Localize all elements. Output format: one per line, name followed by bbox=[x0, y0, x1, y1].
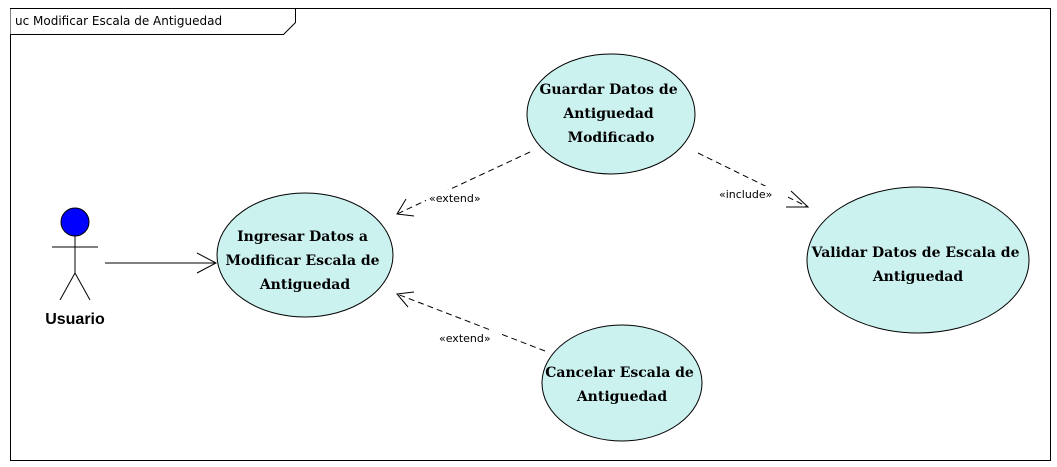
use-case-label-line: Cancelar Escala de bbox=[545, 365, 694, 381]
use-case-label-line: Antiguedad bbox=[259, 277, 351, 293]
use-case-ingresar[interactable]: Ingresar Datos a Modificar Escala de Ant… bbox=[216, 192, 394, 318]
use-case-label-line: Validar Datos de Escala de bbox=[811, 245, 1020, 261]
include-guardar-validar: «include» bbox=[697, 152, 810, 208]
frame-title: uc Modificar Escala de Antiguedad bbox=[15, 14, 222, 28]
use-case-cancelar[interactable]: Cancelar Escala de Antiguedad bbox=[541, 324, 703, 442]
use-case-label-line: Modificar Escala de bbox=[226, 253, 380, 269]
extend-label-cancelar: «extend» bbox=[439, 332, 491, 345]
use-case-label-line: Modificado bbox=[568, 130, 655, 146]
use-case-validar[interactable]: Validar Datos de Escala de Antiguedad bbox=[806, 186, 1030, 334]
extend-label-bg bbox=[426, 190, 500, 206]
use-case-label: Cancelar Escala de Antiguedad bbox=[545, 365, 698, 405]
use-case-label-line: Antiguedad bbox=[562, 106, 654, 122]
include-label-guardar: «include» bbox=[719, 188, 772, 201]
actor-usuario[interactable]: Usuario bbox=[45, 207, 105, 328]
stick-figure-icon bbox=[52, 207, 98, 301]
diagram-frame: uc Modificar Escala de Antiguedad bbox=[10, 8, 1051, 461]
association-usuario-ingresar bbox=[105, 252, 218, 274]
extend-label-guardar: «extend» bbox=[429, 192, 481, 205]
extend-cancelar-ingresar: «extend» bbox=[396, 291, 546, 352]
actor-name: Usuario bbox=[45, 311, 105, 328]
use-case-label: Ingresar Datos a Modificar Escala de Ant… bbox=[226, 229, 385, 293]
use-case-label-line: Ingresar Datos a bbox=[237, 229, 368, 245]
use-case-guardar[interactable]: Guardar Datos de Antiguedad Modificado bbox=[526, 53, 696, 175]
extend-label-bg bbox=[436, 330, 502, 346]
use-case-shape bbox=[526, 53, 696, 175]
use-case-shape bbox=[806, 186, 1030, 334]
use-case-label-line: Antiguedad bbox=[872, 269, 964, 285]
extend-guardar-ingresar: «extend» bbox=[396, 151, 531, 217]
use-case-shape bbox=[541, 324, 703, 442]
frame-title-tab bbox=[10, 8, 296, 35]
use-case-label-line: Antiguedad bbox=[576, 389, 668, 405]
frame-border bbox=[10, 8, 1051, 461]
use-case-label: Guardar Datos de Antiguedad Modificado bbox=[539, 82, 682, 146]
use-case-shape bbox=[216, 192, 394, 318]
use-case-label: Validar Datos de Escala de Antiguedad bbox=[811, 245, 1025, 285]
include-label-bg bbox=[716, 186, 788, 202]
use-case-label-line: Guardar Datos de bbox=[539, 82, 677, 98]
